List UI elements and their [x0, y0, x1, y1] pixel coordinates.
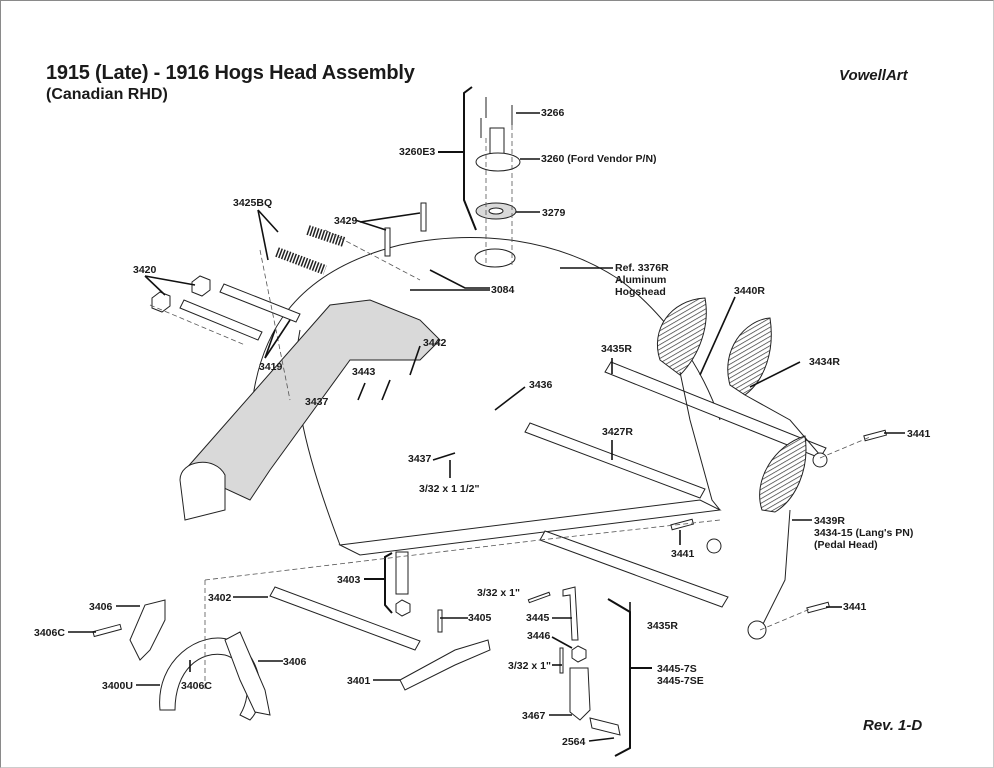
callout-3436: 3436 [529, 379, 553, 391]
callout-2564: 2564 [562, 736, 586, 748]
stud-3419-a [179, 299, 263, 341]
brake-lever-bracket [184, 299, 441, 501]
callout-3443: 3443 [352, 366, 376, 378]
pedal-head-3439R [759, 435, 807, 513]
hogshead-mount-pad [474, 248, 516, 268]
pedal-hub-3440R [706, 538, 722, 554]
hogshead-flange [338, 499, 722, 556]
callout-3445-7S: 3445-7S [657, 663, 697, 675]
callout-3401: 3401 [347, 675, 371, 687]
nut-3420-b [191, 275, 211, 297]
callout-3084: 3084 [491, 284, 515, 296]
pin-3441-b [670, 518, 695, 531]
callout-ref-aluminum: Aluminum [615, 274, 667, 286]
callout-3441-lower: 3441 [843, 601, 867, 613]
callout-ref-3376R: Ref. 3376R [615, 262, 669, 274]
pin-3406C [92, 623, 122, 638]
l-bolt-3445 [562, 586, 579, 641]
callout-3402: 3402 [208, 592, 232, 604]
pedal-head-3440R [656, 297, 707, 376]
bracket-foot [179, 461, 226, 521]
callout-3435R-lower: 3435R [647, 620, 678, 632]
callout-3400U: 3400U [102, 680, 133, 692]
callout-3439R: 3439R [814, 515, 845, 527]
bracket-3445-7S [607, 598, 631, 757]
bracket-3260E3 [463, 86, 477, 231]
pin-3-32-b [559, 647, 564, 674]
diagram-subtitle: (Canadian RHD) [46, 86, 168, 103]
callout-3434R: 3434R [809, 356, 840, 368]
diagram-title: 1915 (Late) - 1916 Hogs Head Assembly [46, 62, 415, 84]
shaft-3427R [524, 422, 706, 499]
callout-3405: 3405 [468, 612, 492, 624]
callout-3437-lower: 3437 [408, 453, 432, 465]
pin-3405 [437, 609, 443, 633]
callout-3425BQ: 3425BQ [233, 197, 273, 209]
callout-3446: 3446 [527, 630, 551, 642]
callout-3434-15: 3434-15 (Lang's PN) [814, 527, 914, 539]
callout-3406C-bottom: 3406C [181, 680, 212, 692]
callout-pin-3-32x1-lower: 3/32 x 1" [508, 660, 551, 672]
callout-3437-upper: 3437 [305, 396, 329, 408]
revision-label: Rev. 1-D [863, 717, 923, 734]
brand-logo: VowellArt [839, 67, 908, 84]
callout-3441-middle: 3441 [671, 548, 695, 560]
pedal-arm-3439R [759, 509, 791, 631]
callout-3440R: 3440R [734, 285, 765, 297]
shaft-3435R-upper [604, 361, 827, 459]
callout-3467: 3467 [522, 710, 546, 722]
callout-3429: 3429 [334, 215, 358, 227]
cap-flange [475, 152, 521, 172]
callout-3260E3: 3260E3 [399, 146, 436, 158]
callout-3279: 3279 [542, 207, 566, 219]
callout-pin-3-32x1-upper: 3/32 x 1" [477, 587, 520, 599]
callout-ref-hogshead: Hogshead [615, 286, 666, 298]
callout-3406-right: 3406 [283, 656, 307, 668]
nut-3403 [395, 599, 411, 617]
callout-pedal-head: (Pedal Head) [814, 539, 878, 551]
pedal-head-3434R [727, 317, 772, 396]
nut-3446 [571, 645, 587, 663]
pin-3429-a [384, 227, 391, 257]
callout-3419: 3419 [259, 361, 283, 373]
shaft-3435R-lower [539, 530, 729, 608]
pedal-hub-3434R [812, 452, 828, 468]
pin-3-32-a [527, 591, 551, 604]
callout-3445: 3445 [526, 612, 550, 624]
callout-3406-left: 3406 [89, 601, 113, 613]
pin-3441-a [863, 429, 888, 442]
shift-arm-3406-right [224, 631, 271, 716]
callout-3260: 3260 (Ford Vendor P/N) [541, 153, 657, 165]
callout-3403: 3403 [337, 574, 361, 586]
stud-3419-b [219, 283, 301, 323]
callout-3420: 3420 [133, 264, 157, 276]
callout-3427R: 3427R [602, 426, 633, 438]
nut-3420-a [151, 291, 171, 313]
spring-3425BQ-upper [306, 225, 346, 247]
leader-lines [68, 112, 905, 742]
callout-3445-7SE: 3445-7SE [657, 675, 704, 687]
lever-3401 [399, 639, 491, 691]
spring-3425BQ-lower [275, 247, 327, 275]
pedal-arm-3440R [679, 371, 721, 511]
gasket-inner [488, 207, 504, 215]
callout-3441-upper: 3441 [907, 428, 931, 440]
shift-arm-3406-left [129, 599, 166, 661]
pin-3429-b [420, 202, 427, 232]
callout-3442: 3442 [423, 337, 447, 349]
pedal-arm-3434R [744, 394, 821, 456]
callout-pin-3-32x1-1-2: 3/32 x 1 1/2" [419, 483, 480, 495]
bracket-3403 [384, 552, 393, 614]
callout-3266: 3266 [541, 107, 565, 119]
pedal-hub-3439R [747, 620, 767, 640]
clevis-pin-2564 [589, 717, 621, 736]
shaft-3402 [269, 586, 421, 651]
callout-3406C-left: 3406C [34, 627, 65, 639]
callout-3435R-upper: 3435R [601, 343, 632, 355]
bolt-3403 [395, 551, 409, 595]
clevis-3467 [569, 667, 591, 721]
